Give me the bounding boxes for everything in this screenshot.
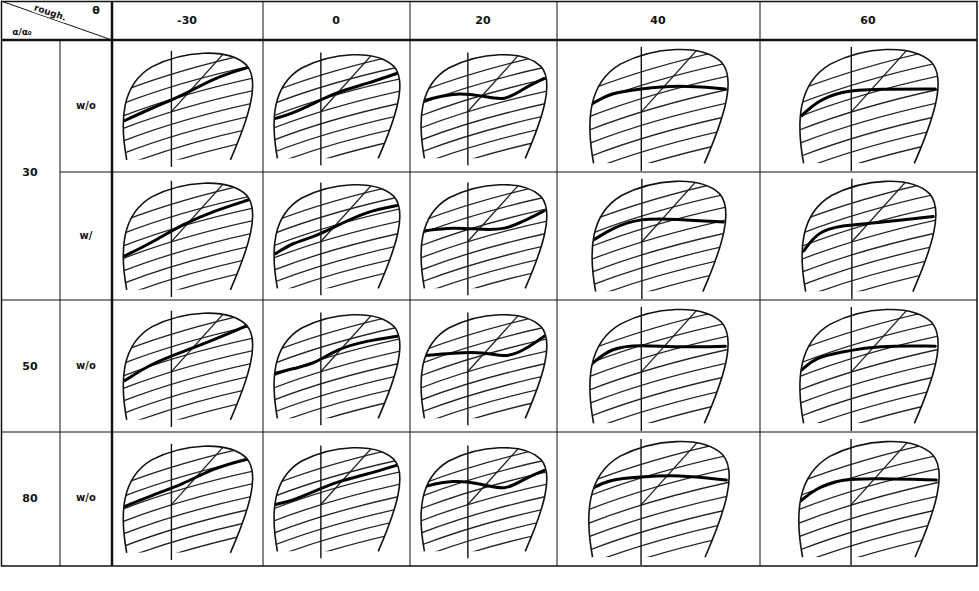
row-header: 50 xyxy=(22,361,37,372)
blade-drawing xyxy=(267,181,410,310)
blade-drawing xyxy=(267,51,410,180)
blade-drawing xyxy=(267,444,410,573)
blade-drawing xyxy=(414,311,557,440)
axis-heading: α/α₀ xyxy=(12,28,32,37)
column-header: 0 xyxy=(332,15,340,26)
blade-drawing xyxy=(795,177,948,314)
column-header: 60 xyxy=(860,15,875,26)
axis-symbol: θ xyxy=(92,5,100,16)
blade-drawing xyxy=(791,437,951,581)
column-header: 40 xyxy=(650,15,665,26)
row-header: w/o xyxy=(76,101,96,111)
row-header: 30 xyxy=(22,167,37,178)
blade-drawing xyxy=(792,305,950,446)
blade-drawing xyxy=(414,181,557,310)
row-header: w/o xyxy=(76,493,96,503)
column-header: -30 xyxy=(177,15,197,26)
blade-drawing xyxy=(267,311,410,440)
blade-drawing xyxy=(582,45,740,186)
blade-drawing xyxy=(116,179,263,311)
row-header: w/o xyxy=(76,361,96,371)
blade-drawing xyxy=(414,51,557,180)
blade-drawing xyxy=(792,45,950,186)
column-header: 20 xyxy=(475,15,490,26)
blade-drawing xyxy=(414,444,557,573)
table-grid xyxy=(1,1,977,566)
blade-drawing xyxy=(585,177,738,314)
blade-drawing xyxy=(116,442,263,574)
blade-drawing xyxy=(581,437,741,581)
blade-drawing xyxy=(116,309,263,441)
axis-heading: rough. xyxy=(32,3,68,23)
row-header: w/ xyxy=(80,231,93,241)
blade-drawing xyxy=(582,305,740,446)
row-header: 80 xyxy=(22,493,37,504)
blade-drawing xyxy=(116,49,263,181)
